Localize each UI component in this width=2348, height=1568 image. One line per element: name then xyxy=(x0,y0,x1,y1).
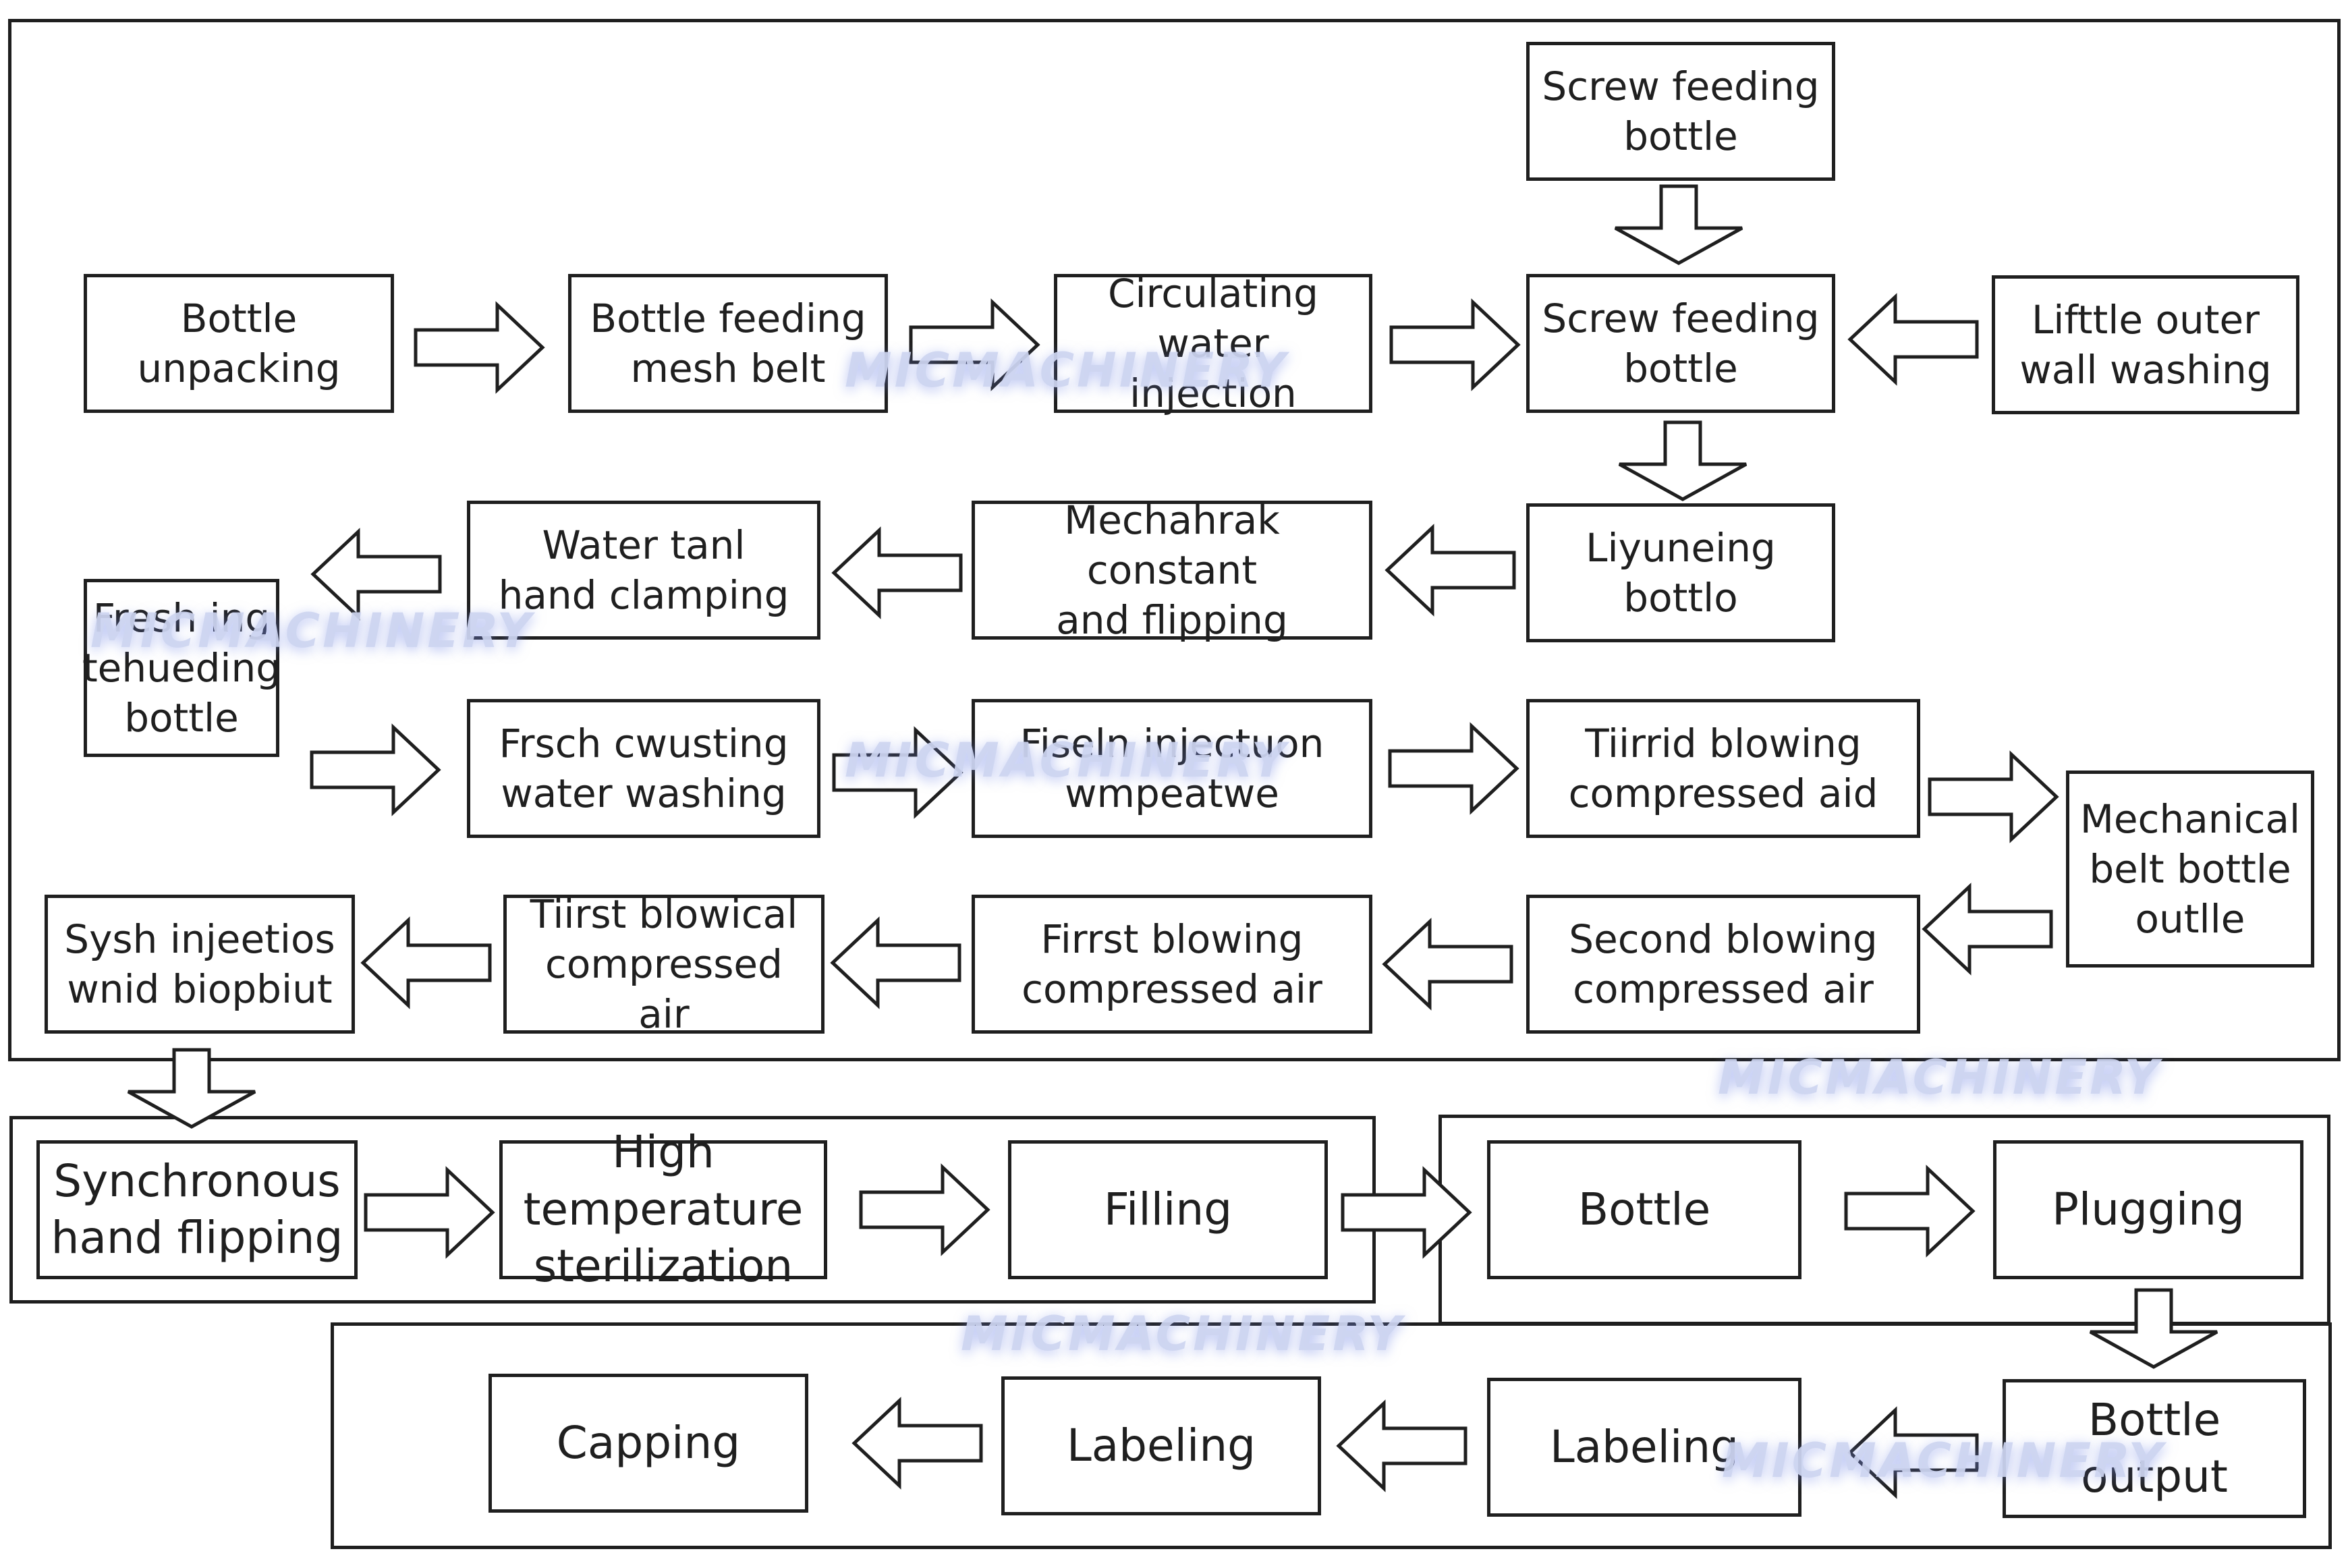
arrow-right-11 xyxy=(832,726,963,819)
step-fresh-water-washing: Frsch cwusting water washing xyxy=(467,699,820,838)
watermark-6: MICMACHINERY xyxy=(1722,1433,2166,1488)
arrow-right-3 xyxy=(1389,298,1521,391)
step-plugging: Plugging xyxy=(1993,1140,2303,1279)
arrow-left-4 xyxy=(1847,293,1979,386)
arrow-left-7 xyxy=(1385,524,1516,617)
arrow-right-10 xyxy=(310,723,441,816)
arrow-right-12 xyxy=(1388,722,1519,815)
step-bottle-feeding-mesh-belt: Bottle feeding mesh belt xyxy=(568,274,888,413)
step-outer-wall-washing: Lifttle outer wall washing xyxy=(1992,275,2299,414)
watermark-1: MICMACHINERY xyxy=(845,343,1289,398)
arrow-right-19 xyxy=(364,1166,495,1259)
step-synchronous-hand-flipping: Synchronous hand flipping xyxy=(36,1140,358,1279)
step-mechanical-constant-flipping: Mechahrak constant and flipping xyxy=(972,497,1372,643)
arrow-left-24 xyxy=(1847,1406,1979,1499)
step-mechanical-belt-bottle-outlet: Mechanical belt bottle outlle xyxy=(2066,771,2314,968)
step-labeling-1: Labeling xyxy=(1001,1376,1321,1515)
step-first-blowing-air: Firrst blowing compressed air xyxy=(972,895,1372,1034)
watermark-2: MICMACHINERY xyxy=(90,603,534,659)
arrow-left-14 xyxy=(1922,883,2053,976)
step-fresh-feeding-bottle: Fresh ing tehueding bottle xyxy=(82,579,281,757)
arrow-right-1 xyxy=(414,301,545,394)
step-lining-bottle: Liyuneing bottlo xyxy=(1526,503,1835,642)
arrow-left-17 xyxy=(360,916,492,1009)
arrow-down-6 xyxy=(1618,420,1748,501)
step-bottle: Bottle xyxy=(1487,1140,1801,1279)
washing-section-frame xyxy=(8,19,2341,1061)
step-high-temperature-sterilization: High temperature sterilization xyxy=(499,1126,827,1292)
arrow-left-8 xyxy=(831,526,963,619)
step-screw-feeding-bottle: Screw feeding bottle xyxy=(1526,274,1835,413)
packaging-section-frame xyxy=(331,1322,2332,1549)
arrow-left-15 xyxy=(1382,918,1513,1011)
step-labeling-2: Labeling xyxy=(1487,1378,1801,1517)
arrow-right-13 xyxy=(1928,750,2059,843)
step-second-blowing-air: Second blowing compressed air xyxy=(1526,895,1920,1034)
step-fiseln-injection: Fiseln injectuon wmpeatwe xyxy=(972,699,1372,838)
arrow-left-25 xyxy=(1336,1399,1468,1492)
arrow-left-26 xyxy=(851,1397,983,1490)
arrow-right-2 xyxy=(909,298,1040,391)
step-sysh-injection: Sysh injeetios wnid biopbiut xyxy=(45,895,355,1034)
arrow-right-22 xyxy=(1844,1165,1976,1258)
step-circulating-water-injection: Circulating water injection xyxy=(1054,271,1372,416)
step-bottle-unpacking: Bottle unpacking xyxy=(84,274,394,413)
step-filling: Filling xyxy=(1008,1140,1328,1279)
step-third-blowing-air: Tiirrid blowing compressed aid xyxy=(1526,699,1920,838)
watermark-3: MICMACHINERY xyxy=(845,733,1289,788)
arrow-left-16 xyxy=(830,916,961,1009)
arrow-left-9 xyxy=(310,528,442,621)
arrow-right-21 xyxy=(1341,1166,1472,1259)
arrow-down-5 xyxy=(1614,184,1743,265)
step-screw-feeding-top: Screw feeding bottle xyxy=(1526,42,1835,181)
arrow-down-18 xyxy=(127,1048,256,1129)
step-water-tank-hand-clamping: Water tanl hand clamping xyxy=(467,501,820,640)
watermark-5: MICMACHINERY xyxy=(961,1306,1405,1362)
step-bottle-output: Bottle output xyxy=(2003,1379,2306,1518)
step-first-blowical-air: Tiirst blowical compressed air xyxy=(503,891,824,1037)
arrow-right-20 xyxy=(859,1163,990,1256)
step-capping: Capping xyxy=(488,1374,808,1513)
arrow-down-23 xyxy=(2089,1288,2218,1369)
watermark-4: MICMACHINERY xyxy=(1718,1050,2162,1105)
